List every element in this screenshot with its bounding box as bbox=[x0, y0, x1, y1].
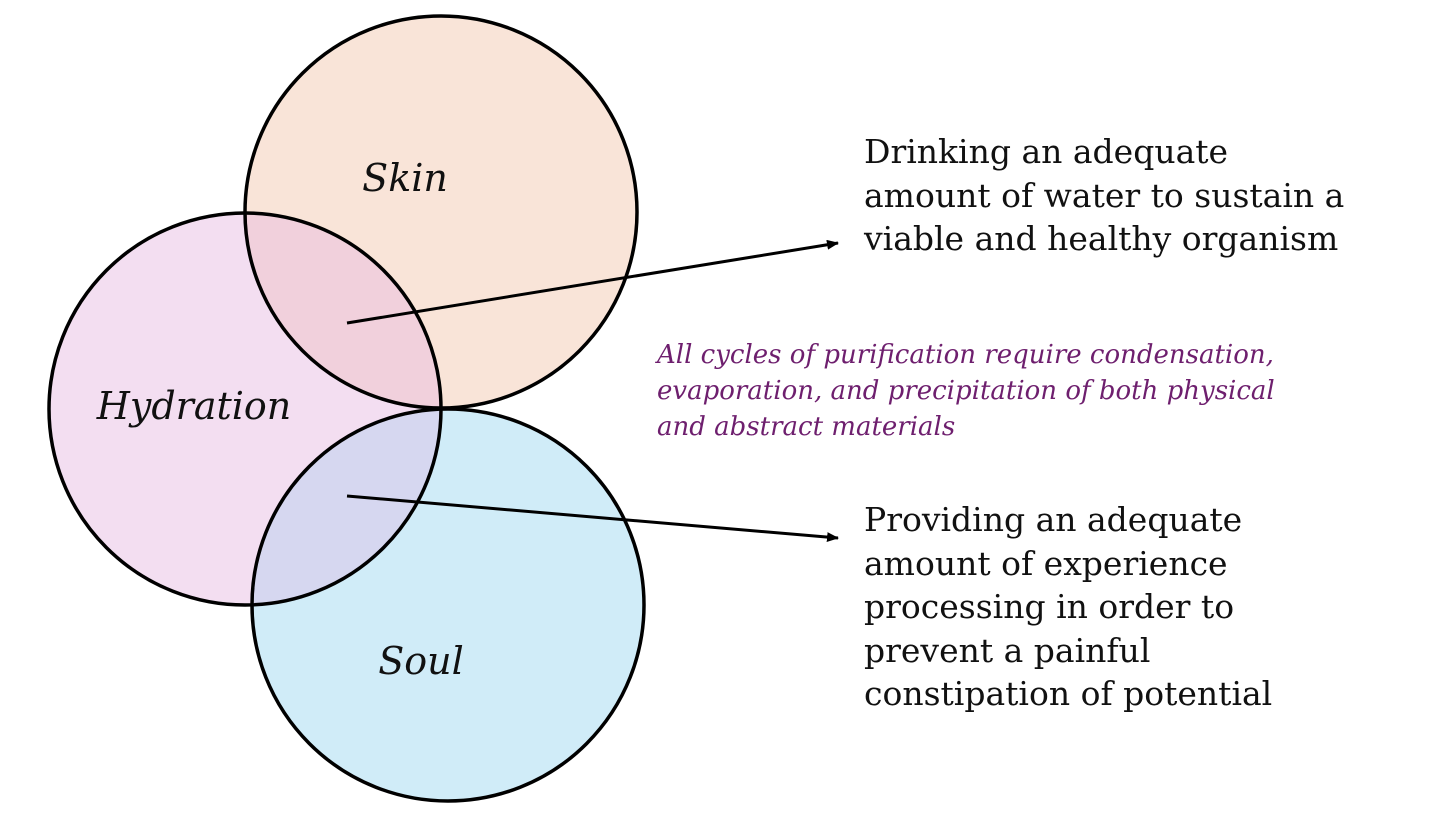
skin-hydration-overlap bbox=[245, 213, 441, 408]
circle-outlines bbox=[47, 14, 646, 803]
top-arrow bbox=[346, 239, 839, 325]
skin-label: Skin bbox=[362, 156, 448, 200]
bottom-arrow bbox=[346, 494, 839, 543]
bottom-note-line: processing in order to bbox=[864, 587, 1235, 626]
top-note-line: viable and healthy organism bbox=[864, 219, 1339, 258]
soul-label: Soul bbox=[378, 639, 464, 683]
bottom-note-line: prevent a painful bbox=[864, 630, 1151, 670]
bottom-note-line: Providing an adequate bbox=[864, 500, 1243, 539]
bottom-note-line: amount of experience bbox=[864, 543, 1228, 583]
hydration-soul-overlap bbox=[252, 409, 441, 605]
middle-note-line: All cycles of purification require conde… bbox=[657, 340, 1274, 370]
middle-note-line: and abstract materials bbox=[657, 412, 956, 442]
top-note-line: amount of water to sustain a bbox=[864, 175, 1345, 215]
top-note-line: Drinking an adequate bbox=[864, 132, 1229, 171]
middle-note-line: evaporation, and precipitation of both p… bbox=[657, 376, 1275, 406]
bottom-note-line: constipation of potential bbox=[864, 674, 1273, 713]
bottom-note: Providing an adequate amount of experien… bbox=[864, 498, 1272, 716]
hydration-outline bbox=[47, 211, 443, 607]
middle-note: All cycles of purification require conde… bbox=[657, 337, 1275, 445]
top-note: Drinking an adequate amount of water to … bbox=[864, 130, 1344, 261]
hydration-label: Hydration bbox=[96, 384, 292, 428]
